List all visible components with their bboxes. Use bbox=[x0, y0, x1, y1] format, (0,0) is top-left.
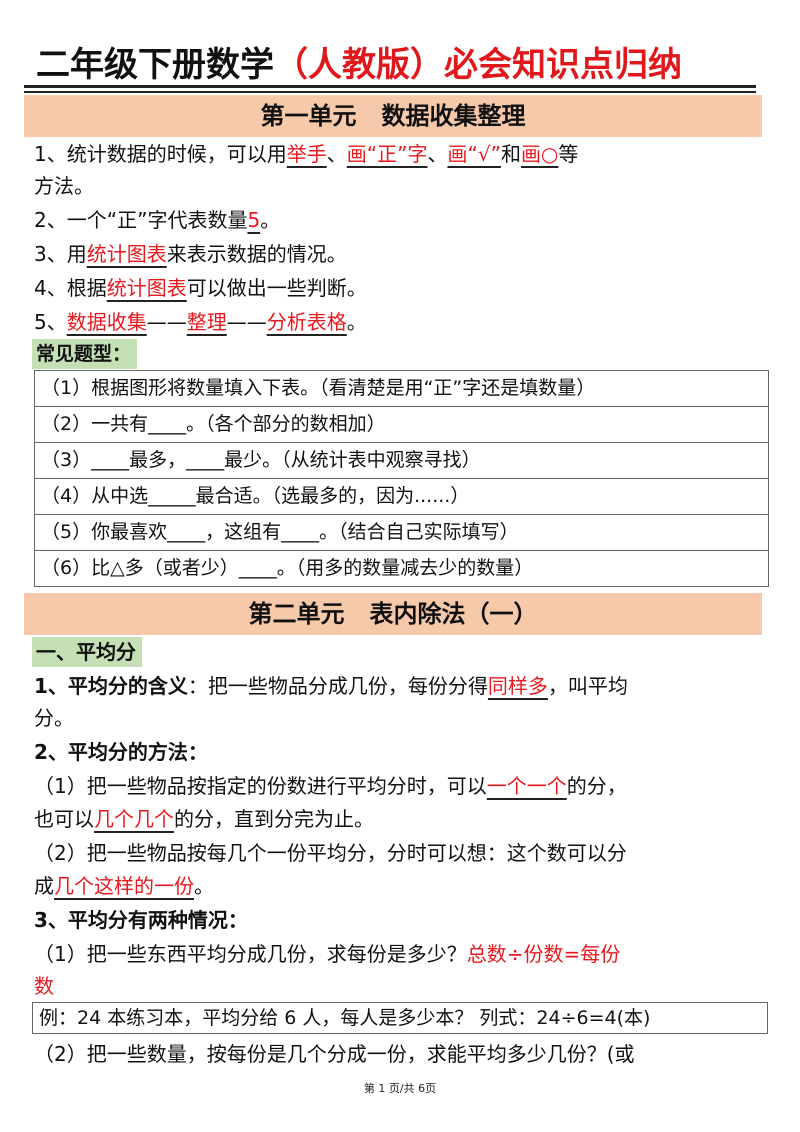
question-type-4: （4）从中选_____最合适。（选最多的，因为......） bbox=[34, 478, 769, 515]
common-types-label: 常见题型： bbox=[32, 339, 138, 369]
unit2-point-2-label: 2、平均分的方法： bbox=[34, 740, 208, 764]
answer-several-at-a-time: 几个几个 bbox=[94, 807, 174, 831]
answer-five: 5 bbox=[247, 208, 261, 232]
unit1-item-3: 3、用统计图表来表示数据的情况。 bbox=[34, 242, 347, 266]
unit1-heading: 第一单元 数据收集整理 bbox=[24, 95, 762, 137]
answer-same-amount: 同样多 bbox=[487, 674, 548, 698]
table-row: （1）根据图形将数量填入下表。（看清楚是用“正”字还是填数量） bbox=[34, 370, 769, 407]
question-types-table: （1）根据图形将数量填入下表。（看清楚是用“正”字还是填数量） （2）一共有__… bbox=[34, 370, 769, 587]
table-row: （6）比△多（或者少）____。（用多的数量减去少的数量） bbox=[34, 550, 769, 587]
sub-heading-average-division: 一、平均分 bbox=[32, 637, 142, 667]
unit2-point-1-cont: 分。 bbox=[34, 706, 74, 730]
unit2-point-3-1-cont: 数 bbox=[34, 974, 54, 998]
table-row: （2）一共有____。（各个部分的数相加） bbox=[34, 406, 769, 443]
title-double-rule bbox=[24, 85, 756, 93]
point-1-label: 1、平均分的含义 bbox=[34, 674, 188, 698]
question-type-2: （2）一共有____。（各个部分的数相加） bbox=[34, 406, 769, 443]
unit1-item-1-cont: 方法。 bbox=[34, 174, 94, 198]
answer-draw-zheng: 画“正”字 bbox=[346, 142, 428, 166]
answer-chart-2: 统计图表 bbox=[106, 276, 187, 300]
unit1-item-5: 5、数据收集——整理——分析表格。 bbox=[34, 310, 367, 334]
unit2-point-3-label: 3、平均分有两种情况： bbox=[34, 908, 248, 932]
example-box: 例：24 本练习本，平均分给 6 人，每人是多少本？ 列式：24÷6=4(本) bbox=[32, 1002, 768, 1034]
table-row: （3）____最多，____最少。（从统计表中观察寻找） bbox=[34, 442, 769, 479]
unit2-point-2-1: （1）把一些物品按指定的份数进行平均分时，可以一个一个的分， bbox=[34, 774, 627, 798]
page-footer: 第 1 页/共 6页 bbox=[363, 1082, 437, 1095]
question-type-3: （3）____最多，____最少。（从统计表中观察寻找） bbox=[34, 442, 769, 479]
formula-total-divided: 总数÷份数=每份 bbox=[466, 942, 621, 966]
answer-several-such-portions: 几个这样的一份 bbox=[54, 874, 194, 898]
unit2-point-2-2: （2）把一些物品按每几个一份平均分，分时可以想：这个数可以分 bbox=[34, 841, 627, 865]
answer-analyze-table: 分析表格 bbox=[266, 310, 347, 334]
question-type-6: （6）比△多（或者少）____。（用多的数量减去少的数量） bbox=[34, 550, 769, 587]
table-row: （4）从中选_____最合适。（选最多的，因为......） bbox=[34, 478, 769, 515]
unit2-heading: 第二单元 表内除法（一） bbox=[24, 593, 762, 635]
document-title: 二年级下册数学（人教版）必会知识点归纳 bbox=[36, 44, 756, 86]
answer-raise-hand: 举手 bbox=[286, 142, 327, 166]
unit1-item-4: 4、根据统计图表可以做出一些判断。 bbox=[34, 276, 367, 300]
question-type-5: （5）你最喜欢____，这组有____。（结合自己实际填写） bbox=[34, 514, 769, 551]
answer-one-by-one: 一个一个 bbox=[486, 774, 567, 798]
unit1-item-1: 1、统计数据的时候，可以用举手、画“正”字、画“√”和画○等 bbox=[34, 142, 579, 166]
unit2-point-3-1: （1）把一些东西平均分成几份，求每份是多少？总数÷份数=每份 bbox=[34, 942, 621, 966]
answer-data-collect: 数据收集 bbox=[66, 310, 147, 334]
unit2-point-1: 1、平均分的含义：把一些物品分成几份，每份分得同样多，叫平均 bbox=[34, 674, 628, 698]
question-type-1: （1）根据图形将数量填入下表。（看清楚是用“正”字还是填数量） bbox=[34, 370, 769, 407]
table-row: （5）你最喜欢____，这组有____。（结合自己实际填写） bbox=[34, 514, 769, 551]
title-part-grade: 二年级下册数学 bbox=[36, 45, 274, 85]
unit2-point-3-2: （2）把一些数量，按每份是几个分成一份，求能平均多少几份？(或 bbox=[34, 1042, 635, 1066]
unit2-point-2-2-cont: 成几个这样的一份。 bbox=[34, 874, 214, 898]
answer-organize: 整理 bbox=[186, 310, 227, 334]
answer-draw-check: 画“√” bbox=[447, 142, 501, 166]
unit2-point-2-1-cont: 也可以几个几个的分，直到分完为止。 bbox=[34, 807, 374, 831]
unit1-item-2: 2、一个“正”字代表数量5。 bbox=[34, 208, 281, 232]
answer-chart-1: 统计图表 bbox=[86, 242, 167, 266]
answer-draw-circle: 画○ bbox=[520, 142, 559, 166]
title-part-edition: （人教版）必会知识点归纳 bbox=[274, 45, 682, 85]
